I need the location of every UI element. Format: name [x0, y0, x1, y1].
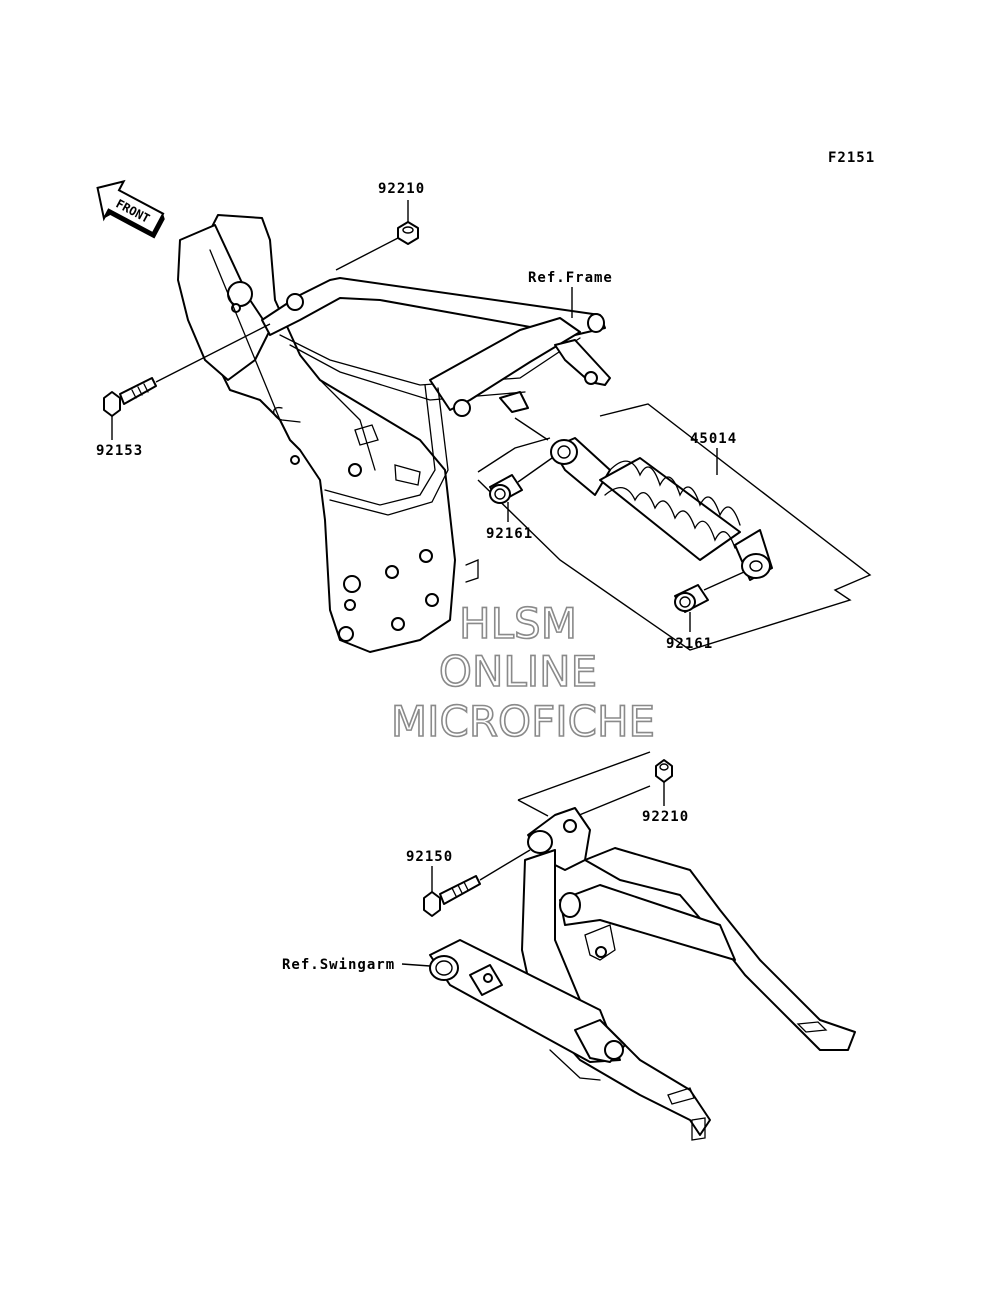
label-nut-lower: 92210 — [642, 809, 689, 825]
label-bushing-lower: 92161 — [666, 636, 713, 652]
bolt-92153 — [103, 377, 157, 417]
shock-box-edge-a — [477, 437, 551, 473]
bolt-92150 — [423, 875, 481, 917]
watermark-line-3: MICROFICHE — [391, 697, 655, 746]
leader-ref-swingarm — [401, 963, 431, 967]
label-shock: 45014 — [690, 431, 737, 447]
label-bolt-swingarm: 92150 — [406, 849, 453, 865]
leader-bushing-upper-axis — [517, 457, 553, 483]
label-nut-top: 92210 — [378, 181, 425, 197]
figure-code: F2151 — [828, 150, 875, 166]
swingarm-box-edge-c — [571, 785, 651, 819]
leader-bolt-swingarm-axis — [479, 849, 531, 881]
leader-bolt-frame-axis — [155, 323, 271, 383]
swingarm-box-edge-a — [517, 751, 651, 801]
swingarm-drawing — [429, 807, 856, 1141]
leader-bushing-lower-axis — [703, 571, 745, 591]
watermark: HLSM ONLINE MICROFICHE — [390, 598, 656, 747]
front-arrow-icon: FRONT — [96, 179, 165, 239]
shock-absorber-45014 — [550, 437, 773, 581]
nut-92210-lower — [655, 759, 673, 783]
watermark-line-2: ONLINE — [439, 647, 597, 696]
leader-nut-top-2 — [335, 237, 399, 271]
shock-box-edge-b — [477, 403, 872, 651]
bushing-92161-lower — [674, 584, 709, 613]
label-bushing-upper: 92161 — [486, 526, 533, 542]
label-bolt-frame: 92153 — [96, 443, 143, 459]
swingarm-box-edge-b — [517, 799, 549, 817]
label-ref-frame: Ref.Frame — [528, 270, 613, 286]
frame-drawing — [177, 214, 611, 653]
watermark-line-1: HLSM — [459, 599, 577, 648]
nut-92210-top — [397, 221, 419, 245]
shock-box-edge-c — [514, 417, 549, 441]
bushing-92161-upper — [489, 474, 523, 504]
label-ref-swingarm: Ref.Swingarm — [282, 957, 395, 973]
